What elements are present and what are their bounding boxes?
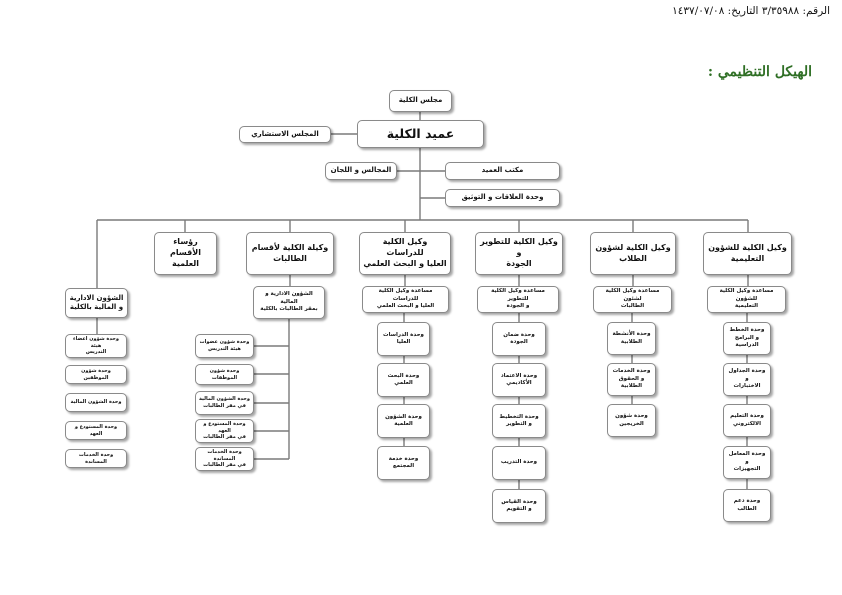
column-1-unit-2: وحدة شؤون الخريجين xyxy=(607,404,656,437)
column-3-head: وكيل الكلية للدراسات العليا و البحث العل… xyxy=(359,232,451,275)
college-council-box: مجلس الكلية xyxy=(389,90,452,112)
column-1-unit-0: وحدة الأنشطة الطلابية xyxy=(607,322,656,355)
column-0-unit-2: وحدة التعليم الالكتروني xyxy=(723,404,771,437)
column-0-unit-4: وحدة دعم الطالب xyxy=(723,489,771,522)
page-title: الهيكل التنظيمي : xyxy=(707,64,812,80)
relations-unit-box: وحدة العلاقات و التوثيق xyxy=(445,189,560,207)
column-0-unit-0: وحدة الخطط و البرامج الدراسية xyxy=(723,322,771,355)
column-3-unit-2: وحدة الشؤون العلمية xyxy=(377,404,430,438)
dean-box: عميد الكلية xyxy=(357,120,484,148)
column-4-head: وكيلة الكلية لأقسام الطالبات xyxy=(246,232,334,275)
advisory-council-box: المجلس الاستشاري xyxy=(239,126,331,143)
column-3-unit-3: وحدة خدمة المجتمع xyxy=(377,446,430,480)
column-4-unit-1: وحدة شؤون الموظفات xyxy=(195,364,254,385)
column-2-sub: مساعدة وكيل الكلية للتطوير و الجودة xyxy=(477,286,559,313)
column-2-unit-1: وحدة الاعتماد الأكاديمي xyxy=(492,363,546,397)
column-2-unit-3: وحدة التدريب xyxy=(492,446,546,480)
column-4-unit-4: وحدة الخدمات المساندة في مقر الطالبات xyxy=(195,447,254,471)
column-6-unit-0: وحدة شؤون اعضاء هيئة التدريس xyxy=(65,334,127,358)
column-0-unit-3: وحدة المعامل و التجهيزات xyxy=(723,446,771,479)
column-1-sub: مساعدة وكيل الكلية لشئون الطالبات xyxy=(593,286,672,313)
column-6-unit-2: وحدة الشؤون المالية xyxy=(65,393,127,412)
column-2-unit-4: وحدة القياس و التقويم xyxy=(492,489,546,523)
committees-box: المجالس و اللجان xyxy=(325,162,397,180)
column-4-sub: الشؤون الادارية و المالية بمقر الطالبات … xyxy=(253,286,325,319)
column-2-head: وكيل الكلية للتطوير و الجودة xyxy=(475,232,563,275)
reference-line: الرقم: ٣/٣٥٩٨٨ التاريخ: ١٤٣٧/٠٧/٠٨ xyxy=(672,5,830,17)
dean-office-box: مكتب العميد xyxy=(445,162,560,180)
column-4-unit-2: وحدة الشؤون المالية في مقر الطالبات xyxy=(195,391,254,415)
column-1-unit-1: وحدة الخدمات و الحقوق الطلابية xyxy=(607,363,656,396)
column-3-unit-1: وحدة البحث العلمي xyxy=(377,363,430,397)
column-2-unit-0: وحدة ضمان الجودة xyxy=(492,322,546,356)
column-4-unit-3: وحدة المستودع و العهد في مقر الطالبات xyxy=(195,419,254,443)
column-6-unit-4: وحدة الخدمات المساندة xyxy=(65,449,127,468)
column-2-unit-2: وحدة التخطيط و التطوير xyxy=(492,404,546,438)
column-3-sub: مساعدة وكيل الكلية للدراسات العليا و الب… xyxy=(362,286,449,313)
column-1-head: وكيل الكلية لشؤون الطلاب xyxy=(590,232,676,275)
column-6-unit-1: وحدة شؤون الموظفين xyxy=(65,365,127,384)
column-3-unit-0: وحدة الدراسات العليا xyxy=(377,322,430,356)
column-5-head: رؤساء الأقسام العلمية xyxy=(154,232,217,275)
column-0-head: وكيل الكلية للشؤون التعليمية xyxy=(703,232,792,275)
column-6-unit-3: وحدة المستودع و العهد xyxy=(65,421,127,440)
column-0-unit-1: وحدة الجداول و الاختبارات xyxy=(723,363,771,396)
column-0-sub: مساعدة وكيل الكلية للشؤون التعليمية xyxy=(707,286,786,313)
column-4-unit-0: وحدة شؤون عضوات هيئة التدريس xyxy=(195,334,254,358)
column-6-head: الشؤون الادارية و المالية بالكلية xyxy=(65,288,128,318)
